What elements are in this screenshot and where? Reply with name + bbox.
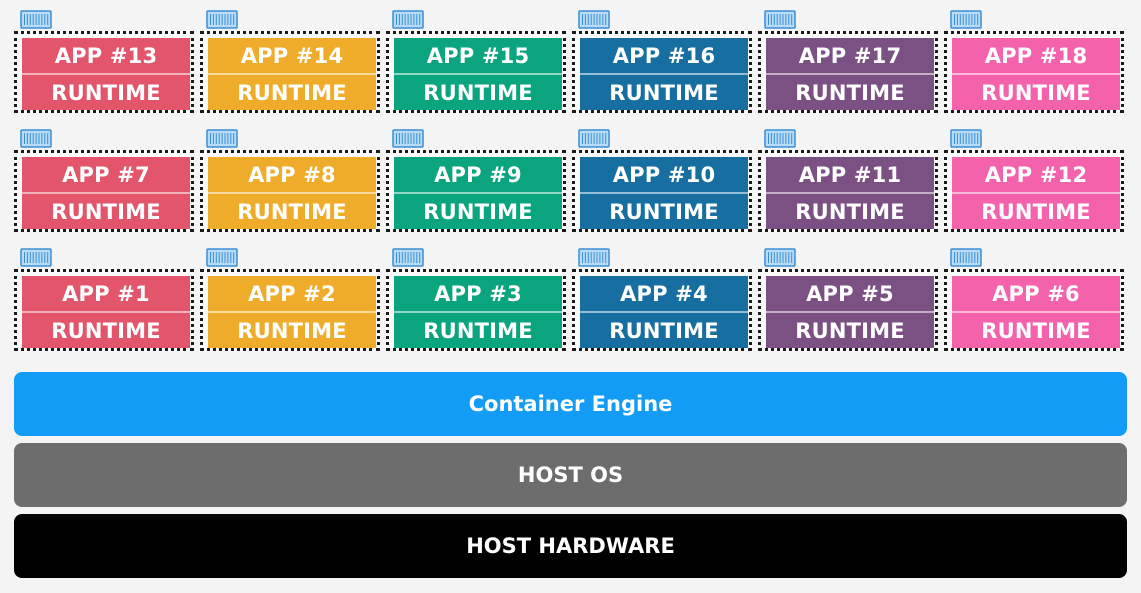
app-runtime-block: APP #8 RUNTIME [208, 157, 376, 229]
app-label: APP #1 [22, 276, 190, 313]
shipping-container-icon [392, 248, 424, 267]
app-runtime-block: APP #9 RUNTIME [394, 157, 562, 229]
app-label: APP #6 [952, 276, 1120, 313]
app-label: APP #17 [766, 38, 934, 75]
app-label: APP #2 [208, 276, 376, 313]
host-os-label: HOST OS [517, 463, 624, 487]
shipping-container-icon [20, 248, 52, 267]
shipping-container-icon [578, 248, 610, 267]
host-hardware-layer: HOST HARDWARE [14, 514, 1127, 578]
runtime-label: RUNTIME [51, 80, 161, 105]
app-label: APP #18 [952, 38, 1120, 75]
app-runtime-block: APP #6 RUNTIME [952, 276, 1120, 348]
app-label: APP #4 [580, 276, 748, 313]
app-label: APP #11 [766, 157, 934, 194]
shipping-container-icon [578, 10, 610, 29]
shipping-container-icon [392, 129, 424, 148]
runtime-label: RUNTIME [423, 199, 533, 224]
app-label: APP #8 [208, 157, 376, 194]
runtime-label: RUNTIME [51, 199, 161, 224]
runtime-label: RUNTIME [795, 318, 905, 343]
app-label: APP #7 [22, 157, 190, 194]
shipping-container-icon [764, 10, 796, 29]
container-engine-label: Container Engine [468, 392, 673, 416]
container-box: APP #4 RUNTIME [572, 248, 752, 351]
shipping-container-icon [206, 129, 238, 148]
app-runtime-block: APP #2 RUNTIME [208, 276, 376, 348]
app-runtime-block: APP #1 RUNTIME [22, 276, 190, 348]
shipping-container-icon [578, 129, 610, 148]
runtime-label: RUNTIME [609, 199, 719, 224]
container-box: APP #7 RUNTIME [14, 129, 194, 232]
app-runtime-block: APP #3 RUNTIME [394, 276, 562, 348]
runtime-label: RUNTIME [423, 80, 533, 105]
container-box: APP #2 RUNTIME [200, 248, 380, 351]
app-label: APP #15 [394, 38, 562, 75]
app-runtime-block: APP #4 RUNTIME [580, 276, 748, 348]
app-label: APP #3 [394, 276, 562, 313]
runtime-label: RUNTIME [981, 318, 1091, 343]
app-runtime-block: APP #7 RUNTIME [22, 157, 190, 229]
app-label: APP #14 [208, 38, 376, 75]
host-os-layer: HOST OS [14, 443, 1127, 507]
shipping-container-icon [764, 248, 796, 267]
runtime-label: RUNTIME [237, 318, 347, 343]
container-box: APP #3 RUNTIME [386, 248, 566, 351]
shipping-container-icon [950, 248, 982, 267]
runtime-label: RUNTIME [609, 80, 719, 105]
app-label: APP #12 [952, 157, 1120, 194]
container-box: APP #9 RUNTIME [386, 129, 566, 232]
app-label: APP #16 [580, 38, 748, 75]
app-label: APP #9 [394, 157, 562, 194]
app-runtime-block: APP #5 RUNTIME [766, 276, 934, 348]
app-label: APP #13 [22, 38, 190, 75]
runtime-label: RUNTIME [237, 80, 347, 105]
shipping-container-icon [206, 10, 238, 29]
app-label: APP #10 [580, 157, 748, 194]
runtime-label: RUNTIME [795, 80, 905, 105]
container-box: APP #6 RUNTIME [944, 248, 1124, 351]
shipping-container-icon [206, 248, 238, 267]
host-hardware-label: HOST HARDWARE [466, 534, 675, 558]
shipping-container-icon [20, 10, 52, 29]
runtime-label: RUNTIME [609, 318, 719, 343]
container-box: APP #8 RUNTIME [200, 129, 380, 232]
shipping-container-icon [764, 129, 796, 148]
runtime-label: RUNTIME [237, 199, 347, 224]
shipping-container-icon [20, 129, 52, 148]
runtime-label: RUNTIME [981, 199, 1091, 224]
shipping-container-icon [950, 129, 982, 148]
runtime-label: RUNTIME [795, 199, 905, 224]
runtime-label: RUNTIME [51, 318, 161, 343]
app-label: APP #5 [766, 276, 934, 313]
shipping-container-icon [950, 10, 982, 29]
container-engine-layer: Container Engine [14, 372, 1127, 436]
container-box: APP #5 RUNTIME [758, 248, 938, 351]
runtime-label: RUNTIME [981, 80, 1091, 105]
container-box: APP #1 RUNTIME [14, 248, 194, 351]
shipping-container-icon [392, 10, 424, 29]
runtime-label: RUNTIME [423, 318, 533, 343]
